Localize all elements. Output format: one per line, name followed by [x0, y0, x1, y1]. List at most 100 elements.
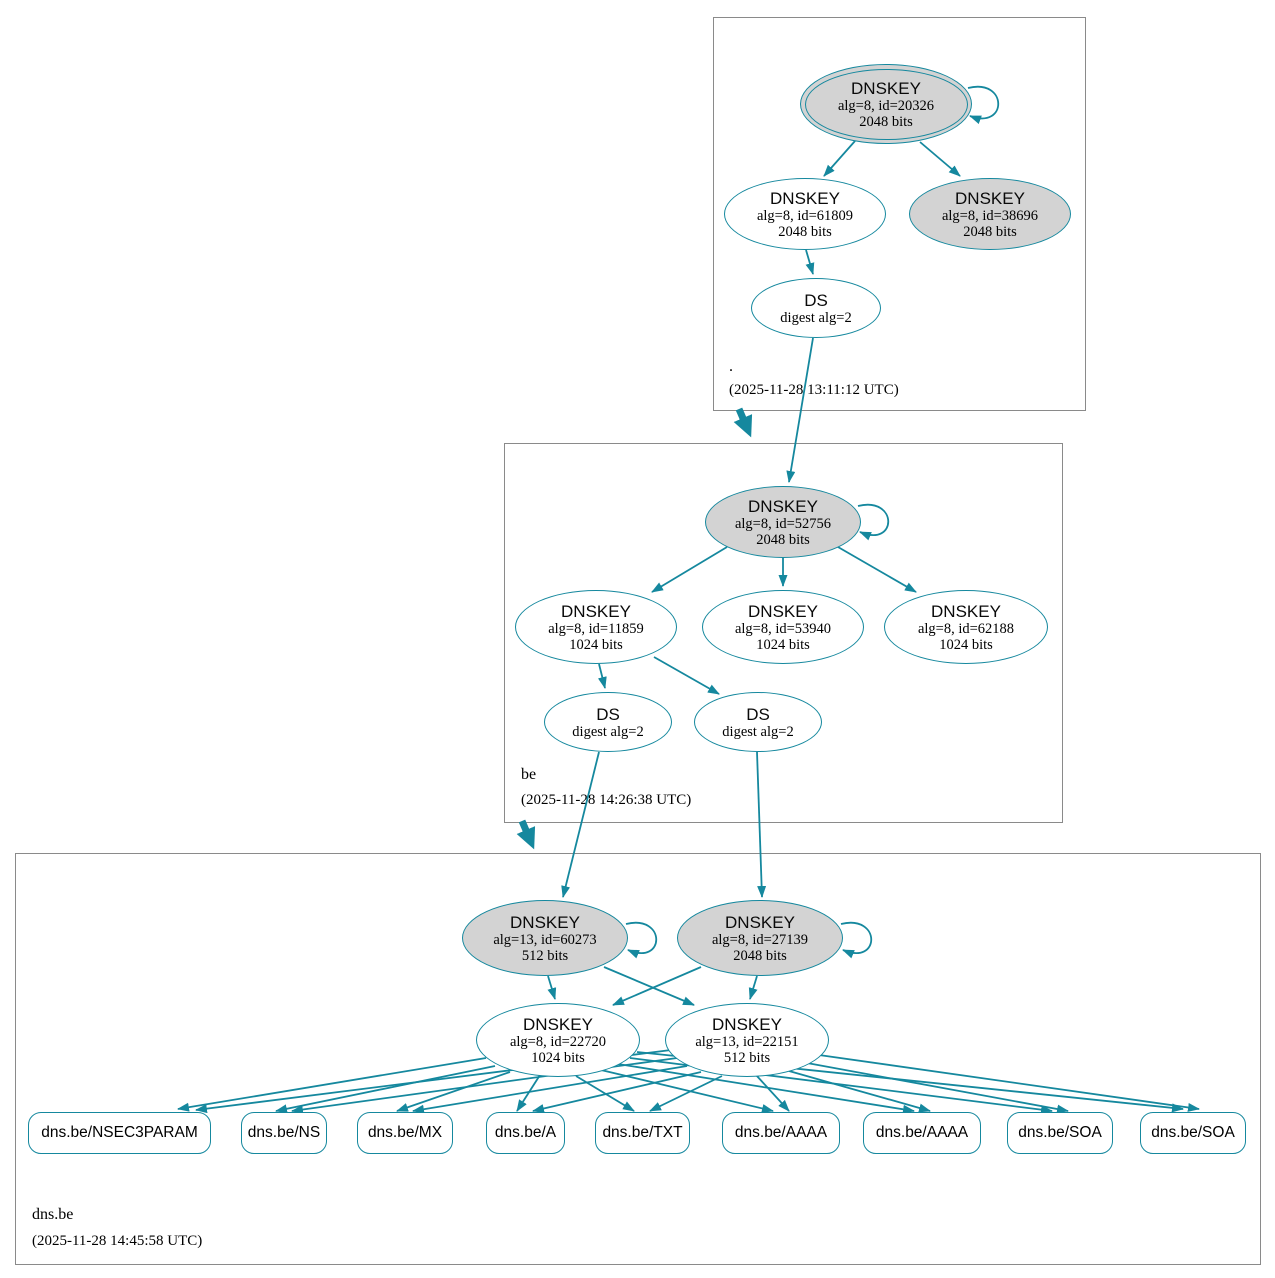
dnskey-node-11859[interactable]: DNSKEY alg=8, id=11859 1024 bits [515, 590, 677, 664]
node-detail: alg=8, id=61809 [756, 207, 854, 224]
rrset-dnsbe-aaaa-2[interactable]: dns.be/AAAA [863, 1112, 981, 1154]
zone-timestamp-dnsbe: (2025-11-28 14:45:58 UTC) [32, 1233, 203, 1249]
dnskey-node-60273[interactable]: DNSKEY alg=13, id=60273 512 bits [462, 900, 628, 976]
edge-22151-txt [649, 1075, 723, 1112]
edge-52756-62188 [837, 546, 917, 593]
node-detail: alg=8, id=11859 [548, 620, 644, 637]
zone-box-dnsbe [15, 853, 1261, 1265]
zone-timestamp-be: (2025-11-28 14:26:38 UTC) [521, 792, 692, 808]
edge-27139-22720 [612, 966, 702, 1006]
node-bits: 1024 bits [569, 636, 623, 653]
edge-60273-22151 [603, 966, 695, 1006]
rrset-dnsbe-aaaa-1[interactable]: dns.be/AAAA [722, 1112, 840, 1154]
edge-22151-a [532, 1071, 702, 1113]
dnskey-node-62188[interactable]: DNSKEY alg=8, id=62188 1024 bits [884, 590, 1048, 664]
edge-root-ds-52756 [786, 337, 814, 483]
node-title: DNSKEY [748, 496, 818, 516]
ds-node-root[interactable]: DS digest alg=2 [751, 278, 881, 338]
edge-22720-aaaa1 [600, 1069, 774, 1113]
edge-22720-mx [396, 1071, 511, 1112]
edge-be-ds2-27139 [756, 751, 767, 898]
node-detail: alg=8, id=38696 [941, 207, 1039, 224]
dnskey-node-27139[interactable]: DNSKEY alg=8, id=27139 2048 bits [677, 900, 843, 976]
node-title: DNSKEY [851, 78, 921, 98]
rrset-dnsbe-txt[interactable]: dns.be/TXT [595, 1112, 690, 1154]
dnskey-node-61809[interactable]: DNSKEY alg=8, id=61809 2048 bits [724, 178, 886, 250]
edge-22151-mx [412, 1065, 688, 1114]
rrset-dnsbe-a[interactable]: dns.be/A [486, 1112, 565, 1154]
zone-label-be: be [521, 766, 537, 783]
edge-22151-aaaa1 [755, 1074, 790, 1112]
dnskey-node-22151[interactable]: DNSKEY alg=13, id=22151 512 bits [665, 1003, 829, 1077]
rrset-dnsbe-soa-2[interactable]: dns.be/SOA [1140, 1112, 1246, 1154]
node-detail: alg=8, id=22720 [509, 1033, 607, 1050]
node-bits: 2048 bits [859, 113, 913, 130]
edge-22720-ns [275, 1065, 496, 1114]
node-title: DNSKEY [748, 601, 818, 621]
node-detail: digest alg=2 [572, 723, 644, 740]
node-bits: 2048 bits [963, 223, 1017, 240]
edge-11859-ds2 [653, 656, 720, 695]
dnskey-node-20326-trust-anchor[interactable]: DNSKEY alg=8, id=20326 2048 bits [800, 64, 972, 144]
node-detail: alg=13, id=22151 [695, 1033, 799, 1050]
node-title: DNSKEY [510, 912, 580, 932]
node-detail: alg=8, id=27139 [711, 931, 809, 948]
zone-delegation-arrow-be-dnsbe [516, 819, 536, 850]
rrset-dnsbe-nsec3param[interactable]: dns.be/NSEC3PARAM [28, 1112, 211, 1154]
zone-box-root [713, 17, 1086, 411]
node-title: DNSKEY [725, 912, 795, 932]
edge-be-ds1-60273 [561, 751, 600, 898]
node-bits: 1024 bits [531, 1049, 585, 1066]
node-title: DS [596, 704, 620, 724]
node-title: DNSKEY [523, 1014, 593, 1034]
node-bits: 512 bits [723, 1049, 771, 1066]
self-sign-loop-52756 [857, 503, 890, 541]
self-sign-loop-27139 [840, 921, 873, 959]
node-detail: alg=8, id=53940 [734, 620, 832, 637]
zone-delegation-arrow-root-be [733, 407, 753, 438]
edge-11859-ds1 [597, 663, 607, 689]
node-detail: alg=8, id=52756 [734, 515, 832, 532]
node-title: DNSKEY [955, 188, 1025, 208]
node-detail: alg=8, id=62188 [917, 620, 1015, 637]
ds-node-be-2[interactable]: DS digest alg=2 [694, 692, 822, 752]
node-title: DS [746, 704, 770, 724]
dnskey-node-38696[interactable]: DNSKEY alg=8, id=38696 2048 bits [909, 178, 1071, 250]
edge-61809-ds [805, 249, 815, 275]
edge-20326-61809 [823, 140, 856, 177]
edge-22151-soa2 [818, 1054, 1200, 1112]
node-detail: alg=8, id=20326 [837, 97, 935, 114]
ds-node-be-1[interactable]: DS digest alg=2 [544, 692, 672, 752]
node-bits: 1024 bits [756, 636, 810, 653]
node-bits: 2048 bits [733, 947, 787, 964]
node-title: DNSKEY [561, 601, 631, 621]
edge-22151-aaaa2 [788, 1070, 931, 1113]
edge-20326-38696 [919, 141, 961, 177]
zone-label-dnsbe: dns.be [32, 1206, 74, 1223]
dnskey-node-53940[interactable]: DNSKEY alg=8, id=53940 1024 bits [702, 590, 864, 664]
node-detail: digest alg=2 [722, 723, 794, 740]
zone-timestamp-root: (2025-11-28 13:11:12 UTC) [729, 382, 899, 398]
rrset-dnsbe-ns[interactable]: dns.be/NS [241, 1112, 327, 1154]
zone-label-root: . [729, 358, 733, 375]
zone-box-be [504, 443, 1063, 823]
edge-22720-aaaa2 [617, 1063, 915, 1114]
node-bits: 1024 bits [939, 636, 993, 653]
node-title: DNSKEY [712, 1014, 782, 1034]
rrset-dnsbe-mx[interactable]: dns.be/MX [357, 1112, 453, 1154]
node-title: DNSKEY [931, 601, 1001, 621]
self-sign-loop-60273 [625, 921, 658, 959]
node-detail: digest alg=2 [780, 309, 852, 326]
node-bits: 512 bits [521, 947, 569, 964]
node-bits: 2048 bits [778, 223, 832, 240]
node-title: DS [804, 290, 828, 310]
node-title: DNSKEY [770, 188, 840, 208]
node-detail: alg=13, id=60273 [493, 931, 597, 948]
dnskey-node-52756[interactable]: DNSKEY alg=8, id=52756 2048 bits [705, 486, 861, 558]
edge-60273-22720 [547, 975, 557, 1000]
rrset-dnsbe-soa-1[interactable]: dns.be/SOA [1007, 1112, 1113, 1154]
node-bits: 2048 bits [756, 531, 810, 548]
edge-22720-a [516, 1074, 541, 1112]
dnskey-node-22720[interactable]: DNSKEY alg=8, id=22720 1024 bits [476, 1003, 640, 1077]
